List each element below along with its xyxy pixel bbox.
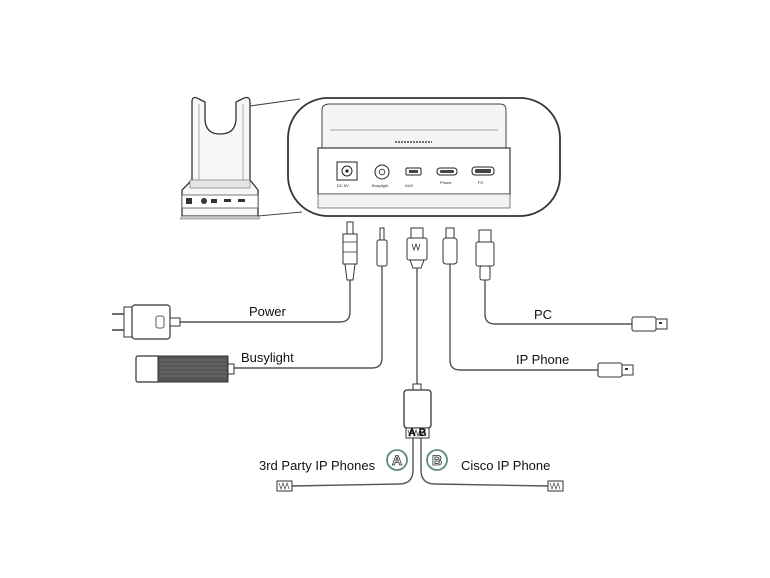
badge-a-text: A [392,452,402,468]
badge-a: A [386,449,408,471]
busylight-port [374,164,390,180]
base-station-rear-zoom: DC 5V Busylight AUX Phone PC [287,97,561,217]
phone-usb-port [436,167,458,176]
pc-usb-port [471,166,495,176]
busylight-label: Busylight [241,350,294,365]
phone-port-label: Phone [440,180,452,185]
power-adapter [112,304,181,340]
splitter-b-cable [420,438,549,487]
base-station-small [179,96,261,220]
pc-port-label: PC [478,180,484,185]
busylight-port-label: Busylight [372,183,389,188]
badge-b: B [426,449,448,471]
phone-cable [449,264,598,371]
aux-plug-connector [406,227,428,269]
power-plug-connector [342,221,358,281]
third-party-label: 3rd Party IP Phones [259,458,376,473]
zoom-callout-lines [249,98,303,217]
aux-port [405,167,422,176]
splitter-a-cable [291,438,414,487]
pc-label: PC [534,307,552,322]
power-port [336,161,358,181]
badge-b-text: B [432,452,442,468]
pc-usb-connector [475,229,495,281]
phone-usb-connector [442,227,458,265]
rj-plug-a [276,480,293,492]
rj-plug-b [547,480,564,492]
cisco-label: Cisco IP Phone [461,458,550,473]
power-port-label: DC 5V [337,183,349,188]
busylight-device [135,355,235,383]
ab-splitter [403,383,432,439]
pc-usb-plug [631,316,668,332]
ip-phone-usb-plug [597,362,634,378]
ip-phone-label: IP Phone [516,352,569,367]
power-label: Power [249,304,287,319]
busylight-plug-connector [376,227,388,267]
aux-port-label: AUX [405,183,414,188]
power-cable [178,280,351,323]
splitter-ab-label: A B [408,427,427,439]
cables [178,264,632,487]
pc-cable [484,280,632,325]
busylight-cable [230,266,383,369]
